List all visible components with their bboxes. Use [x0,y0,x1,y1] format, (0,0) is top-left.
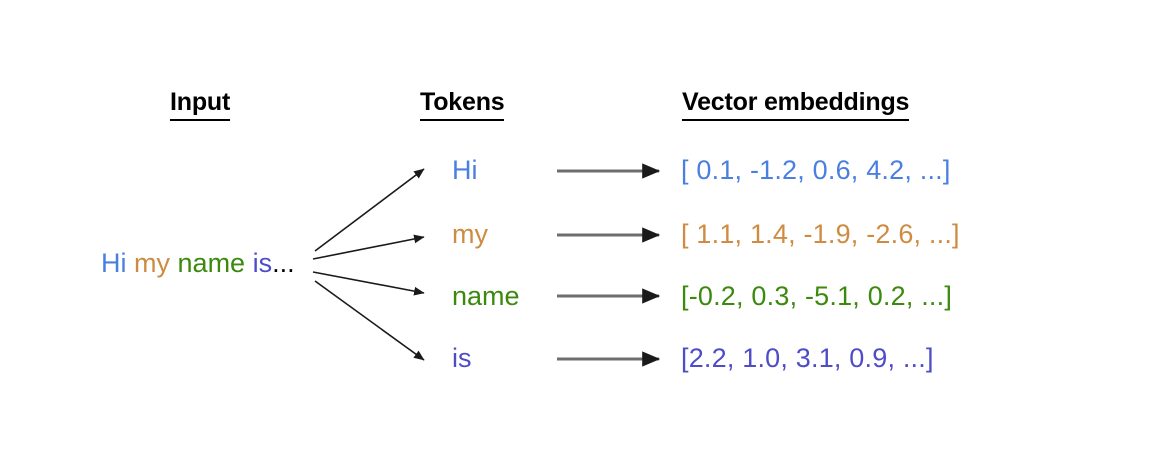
fanout-arrow-group [312,168,425,361]
input-phrase-part-7: ... [272,248,295,278]
fanout-arrow-hi [314,168,425,252]
token-item-1: my [452,219,488,249]
input-phrase-part-2: my [134,248,171,278]
input-phrase-part-4: name [177,248,246,278]
column-header-tokens-label: Tokens [420,88,505,121]
column-header-input: Input [170,88,230,121]
input-phrase-part-0: Hi [101,248,127,278]
input-phrase-part-1 [127,248,135,278]
token-item-3: is [452,343,472,373]
token-item-0: Hi [452,155,478,185]
vector-embedding-1: [ 1.1, 1.4, -1.9, -2.6, ...] [681,219,960,249]
fanout-arrow-is [314,280,425,361]
column-header-vector-embeddings-label: Vector embeddings [682,88,909,121]
input-phrase-part-6: is [252,248,273,278]
token-item-2: name [452,281,520,311]
input-phrase: Hi my name is... [101,248,295,279]
vector-embedding-2: [-0.2, 0.3, -5.1, 0.2, ...] [681,281,953,311]
vector-embedding-0: [ 0.1, -1.2, 0.6, 4.2, ...] [681,155,951,185]
embedding-arrow-group [557,163,661,367]
fanout-arrow-name [312,271,425,296]
input-phrase-part-3 [170,248,178,278]
input-phrase-part-5 [245,248,253,278]
column-header-tokens: Tokens [420,88,505,121]
fanout-arrow-my [312,234,425,260]
column-header-vector-embeddings: Vector embeddings [682,88,909,121]
vector-embedding-3: [2.2, 1.0, 3.1, 0.9, ...] [681,343,934,373]
column-header-input-label: Input [170,88,230,121]
